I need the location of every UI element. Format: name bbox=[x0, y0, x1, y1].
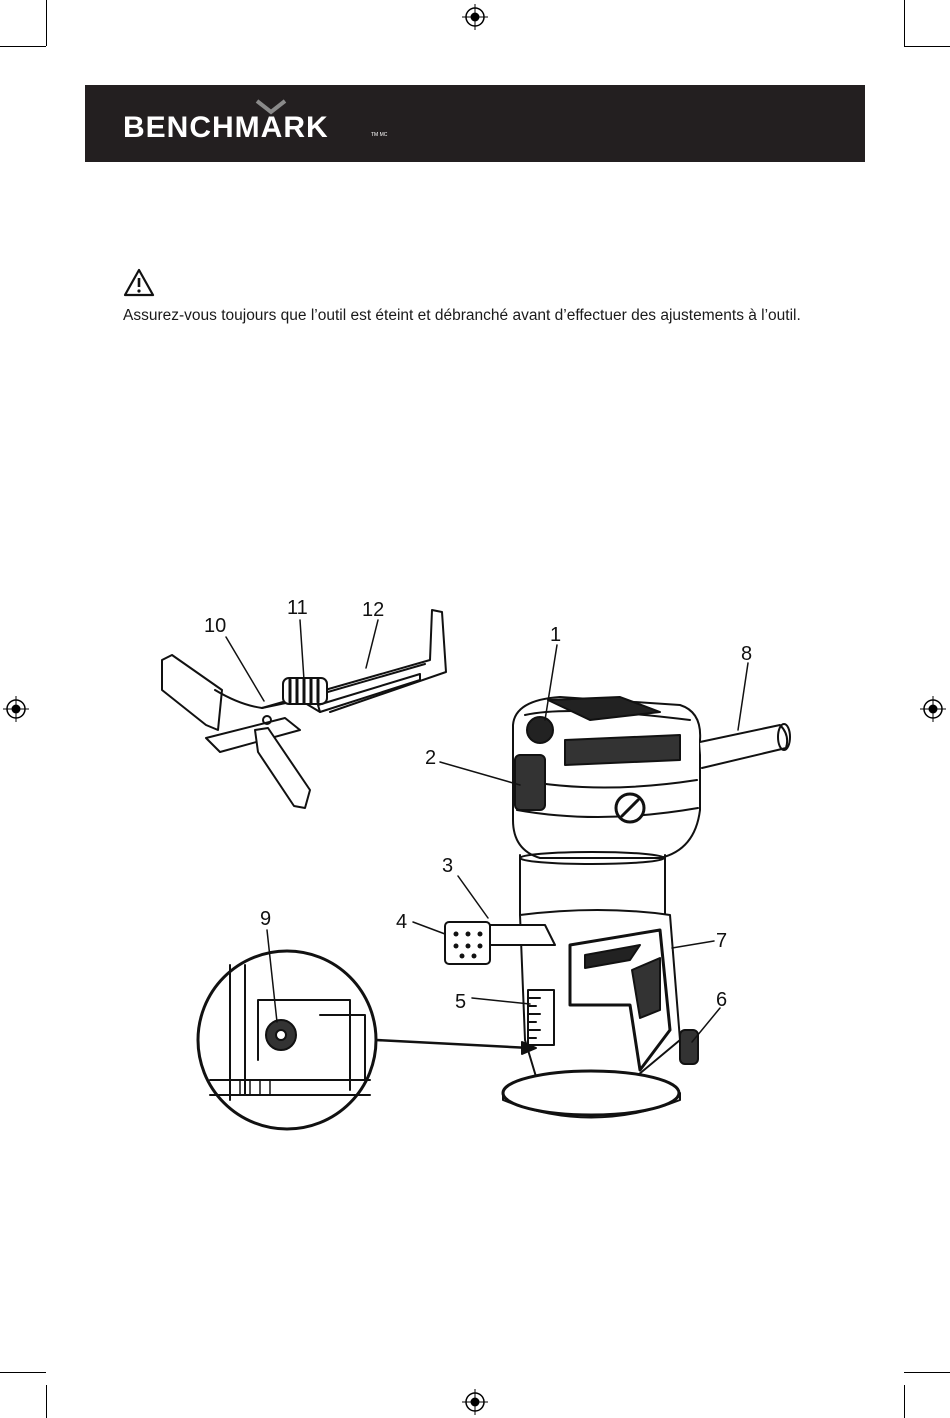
router-body bbox=[445, 697, 790, 1118]
knob bbox=[283, 678, 327, 704]
callout-3: 3 bbox=[442, 855, 453, 877]
callout-5: 5 bbox=[455, 991, 466, 1013]
callout-9: 9 bbox=[260, 908, 271, 930]
callout-11: 11 bbox=[287, 597, 308, 619]
callout-6: 6 bbox=[716, 989, 727, 1011]
inset-detail bbox=[198, 951, 376, 1129]
callout-10: 10 bbox=[204, 615, 226, 637]
callout-2: 2 bbox=[425, 747, 436, 769]
edge-guide bbox=[162, 610, 446, 808]
callout-7: 7 bbox=[716, 930, 727, 952]
callout-1: 1 bbox=[550, 624, 561, 646]
callout-4: 4 bbox=[396, 911, 407, 933]
callout-8: 8 bbox=[741, 643, 752, 665]
callout-12: 12 bbox=[362, 599, 384, 621]
